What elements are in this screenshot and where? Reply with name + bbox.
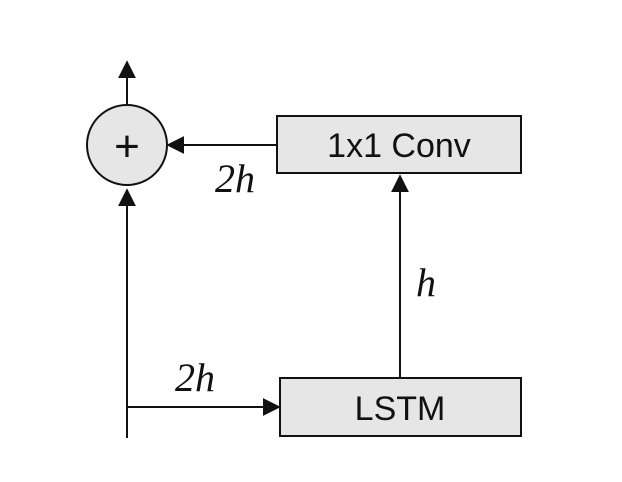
sum-symbol: + (114, 122, 140, 171)
input-to-lstm-label: 2h (175, 355, 215, 400)
conv-to-sum-label: 2h (215, 156, 255, 201)
conv-node: 1x1 Conv (276, 115, 522, 174)
lstm-node: LSTM (279, 377, 522, 437)
lstm-label: LSTM (355, 390, 446, 428)
sum-node: + (86, 104, 168, 186)
conv-label: 1x1 Conv (327, 127, 471, 165)
lstm-to-conv-label: h (416, 260, 436, 305)
